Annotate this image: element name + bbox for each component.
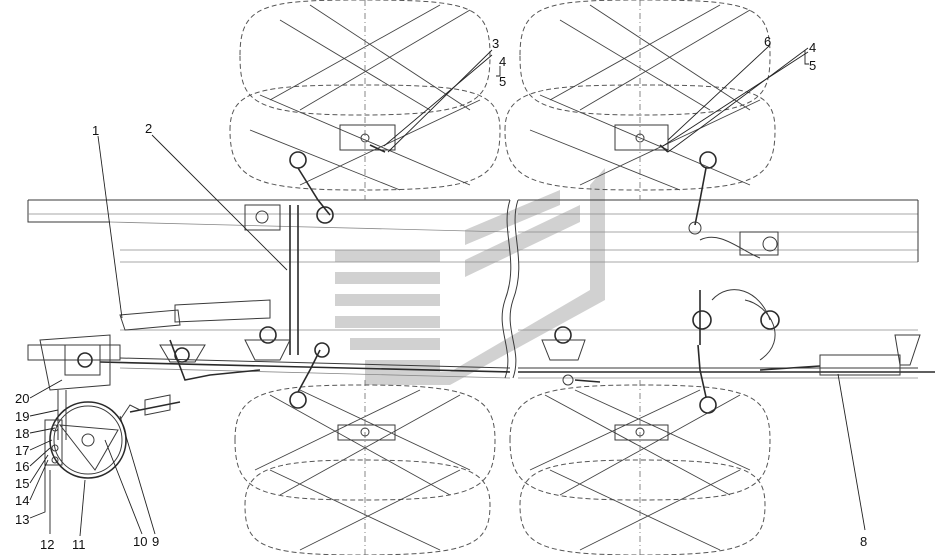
callout-20: 20 bbox=[15, 391, 29, 406]
callout-4-right: 4 bbox=[809, 40, 816, 55]
callout-3: 3 bbox=[492, 36, 499, 51]
wheel-top-left bbox=[229, 0, 501, 200]
steering-gear-assembly bbox=[39, 334, 141, 479]
callout-10: 10 bbox=[133, 534, 147, 549]
callout-15: 15 bbox=[15, 476, 29, 491]
callout-6: 6 bbox=[764, 34, 771, 49]
callout-16: 16 bbox=[15, 459, 29, 474]
callout-13: 13 bbox=[15, 512, 29, 527]
callout-4-left: 4 bbox=[499, 54, 506, 69]
callout-1: 1 bbox=[92, 123, 99, 138]
leader-lines bbox=[29, 45, 866, 537]
wheel-bottom-right bbox=[509, 380, 771, 555]
steering-linkage bbox=[99, 144, 935, 416]
callout-14: 14 bbox=[15, 493, 29, 508]
callout-8: 8 bbox=[860, 534, 867, 549]
chassis-frame bbox=[27, 199, 919, 379]
callout-19: 19 bbox=[15, 409, 29, 424]
callout-17: 17 bbox=[15, 443, 29, 458]
callout-12: 12 bbox=[40, 537, 54, 552]
logo-watermark bbox=[335, 168, 605, 385]
callout-5-left: 5 bbox=[499, 74, 506, 89]
callout-2: 2 bbox=[145, 121, 152, 136]
callout-18: 18 bbox=[15, 426, 29, 441]
callout-9: 9 bbox=[152, 534, 159, 549]
callout-labels: 1 2 3 4 5 6 4 5 8 9 10 11 12 13 14 15 16… bbox=[15, 34, 867, 552]
wheel-top-right bbox=[504, 0, 776, 200]
callout-11: 11 bbox=[72, 537, 86, 552]
callout-5-right: 5 bbox=[809, 58, 816, 73]
wheel-bottom-left bbox=[234, 380, 496, 555]
